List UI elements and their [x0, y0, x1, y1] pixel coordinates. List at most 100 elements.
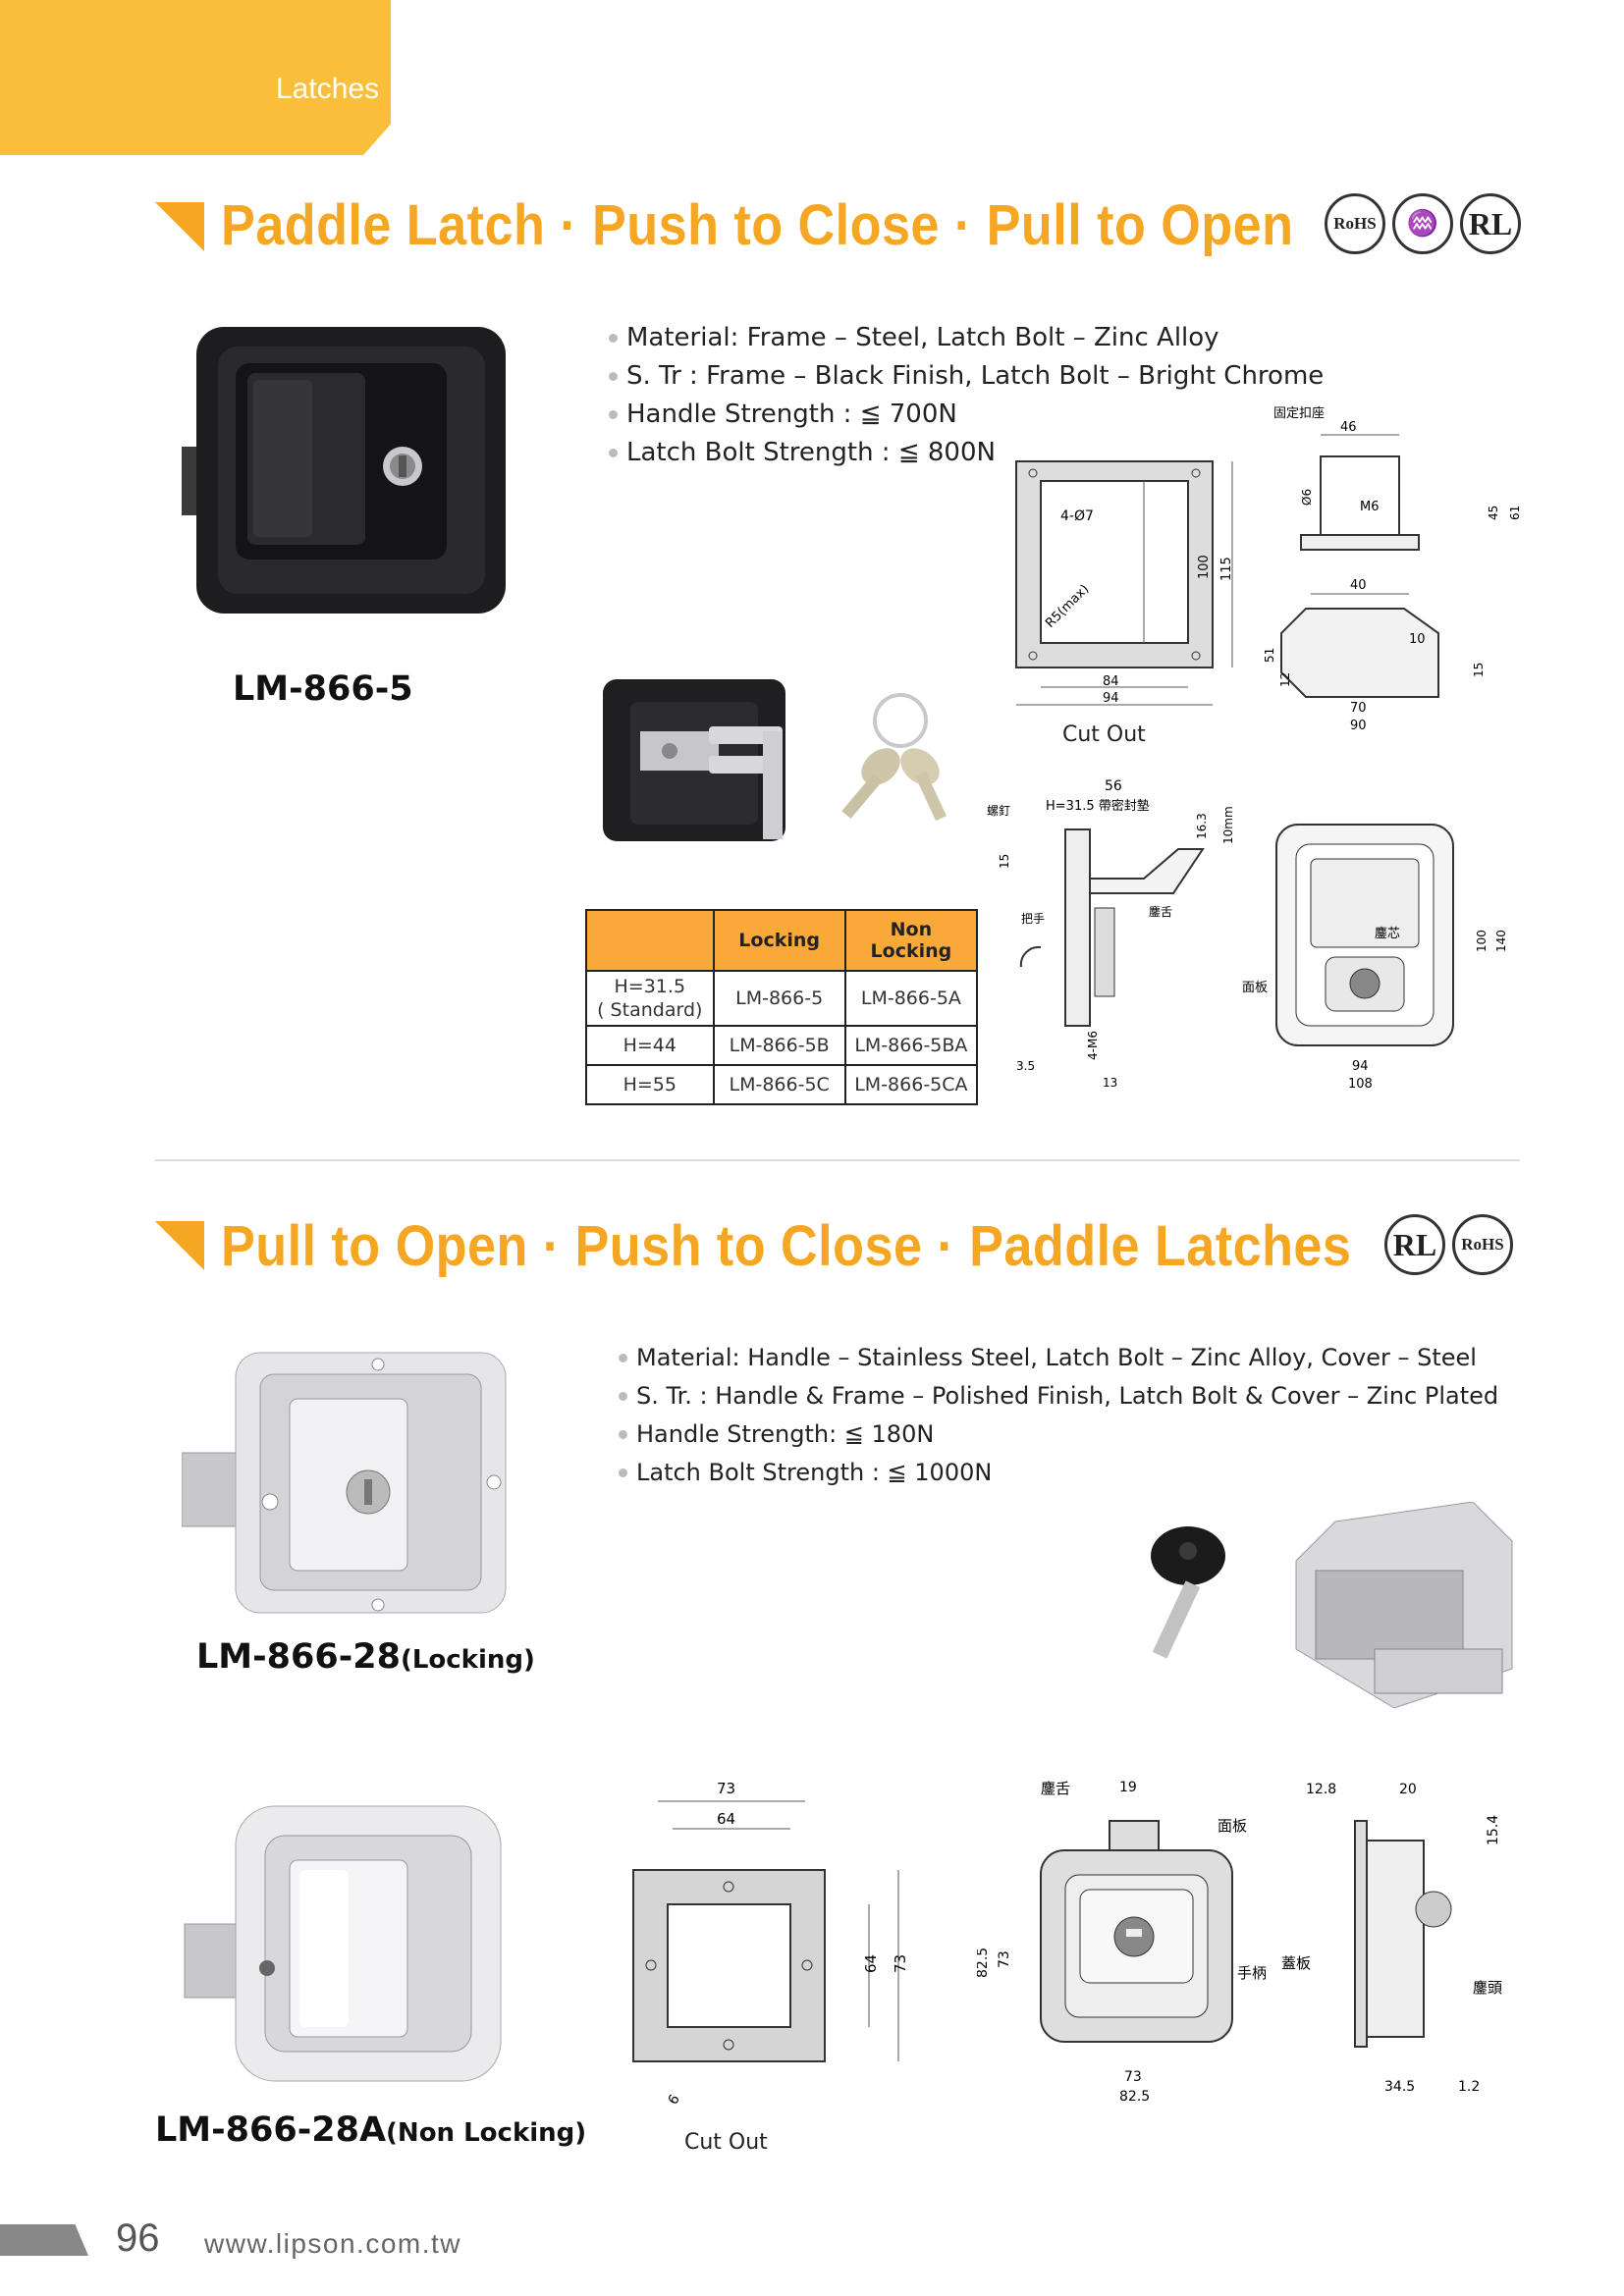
table-cell-nonlocking: LM-866-5CA — [843, 1064, 979, 1105]
side-view-drawing-2: 12.8 20 15.4 蓋板 鏖頭 34.5 1.2 — [1281, 1782, 1502, 2095]
dim-text: 100 — [1475, 930, 1489, 952]
dim-text: 115 — [1219, 557, 1234, 581]
side-view-drawing-1: 56 H=31.5 帶密封墊 16.3 10mm 螺釘 15 鏖舌 把手 4-M… — [987, 778, 1235, 1090]
dim-text: 3.5 — [1016, 1059, 1035, 1073]
model-lm-866-28a: LM-866-28A(Non Locking) — [155, 2110, 586, 2150]
dim-text: 82.5 — [977, 1948, 991, 1978]
dim-text: 16.3 — [1195, 813, 1209, 839]
dim-text: 46 — [1340, 420, 1357, 435]
page-number: 96 — [116, 2216, 160, 2260]
model-number: LM-866-28 — [196, 1637, 401, 1677]
model-table: Locking Non Locking H=31.5 ( Standard) L… — [585, 909, 979, 1105]
dim-text: 面板 — [1218, 1817, 1247, 1835]
key-and-latch-photo — [1151, 1502, 1513, 1709]
keys-photo — [841, 693, 947, 822]
dim-text: 鏖舌 — [1149, 904, 1172, 919]
dim-text: 12.8 — [1306, 1782, 1336, 1797]
dim-text: H=31.5 帶密封墊 — [1046, 798, 1150, 814]
dim-text: 70 — [1350, 701, 1367, 716]
dim-text: M6 — [1360, 500, 1380, 514]
dim-text: 73 — [892, 1954, 909, 1973]
dim-text: 15 — [998, 854, 1011, 869]
dim-text: 15 — [1472, 663, 1486, 677]
table-row: H=44 LM-866-5B LM-866-5BA — [585, 1025, 979, 1066]
dim-text: 108 — [1348, 1077, 1373, 1092]
product-photo-lm-866-28a — [184, 1805, 502, 2082]
table-cell-locking: LM-866-5B — [712, 1025, 846, 1066]
dim-text: 73 — [1124, 2069, 1142, 2085]
dim-text: 73 — [997, 1950, 1012, 1968]
table-cell-nonlocking: LM-866-5BA — [843, 1025, 979, 1066]
section-divider — [155, 1159, 1520, 1161]
dim-text: 61 — [1508, 506, 1522, 520]
cutout-drawing-1: 4-Ø7 R5(max) 100 115 84 94 — [1015, 460, 1234, 706]
spec-latch-bolt-strength: Latch Bolt Strength : ≦ 800N — [609, 434, 1324, 472]
dim-text: 15.4 — [1486, 1815, 1501, 1845]
table-header-locking: Locking — [712, 909, 846, 972]
bracket-drawing: 固定扣座 46 Ø6 M6 45 61 40 10 51 12 70 90 15 — [1263, 406, 1522, 731]
cutout-label-1: Cut Out — [1062, 722, 1146, 747]
front-view-drawing-1: 鏖芯 面板 100 140 94 108 — [1242, 824, 1508, 1092]
cutout-drawing-2: 73 64 64 73 6 — [632, 1780, 909, 2108]
dim-text: 12 — [1278, 672, 1292, 687]
category-tab: Latches — [0, 0, 391, 155]
rl-cert-icon: RL — [1460, 193, 1521, 254]
dim-text: 10mm — [1221, 806, 1235, 844]
dim-text: 56 — [1105, 778, 1122, 794]
title-marker-icon — [155, 1221, 204, 1270]
dim-text: 把手 — [1021, 912, 1045, 926]
dim-text: 100 — [1197, 555, 1212, 579]
model-variant: (Non Locking) — [386, 2118, 587, 2148]
dim-text: 鏖芯 — [1375, 926, 1400, 941]
dim-text: 面板 — [1242, 981, 1268, 995]
rohs-cert-icon: RoHS — [1452, 1214, 1513, 1275]
footer-bar — [0, 2224, 88, 2256]
table-header-empty — [585, 909, 715, 972]
dim-text: 4-Ø7 — [1060, 508, 1094, 524]
rohs-cert-icon: RoHS — [1325, 193, 1385, 254]
dim-text: 64 — [862, 1954, 880, 1973]
title-marker-icon — [155, 202, 204, 251]
spec-material: Material: Handle – Stainless Steel, Latc… — [619, 1339, 1498, 1377]
water-cert-icon: ♒ — [1392, 193, 1453, 254]
dim-text: 20 — [1399, 1782, 1417, 1797]
dim-text: 94 — [1352, 1059, 1369, 1074]
table-cell-height: H=44 — [585, 1025, 715, 1066]
dim-text: 73 — [717, 1780, 735, 1797]
rl-cert-icon: RL — [1384, 1214, 1445, 1275]
model-variant: (Locking) — [400, 1645, 535, 1675]
table-cell-height: H=55 — [585, 1064, 715, 1105]
dim-text: 40 — [1350, 578, 1367, 593]
spec-latch-bolt-strength: Latch Bolt Strength : ≦ 1000N — [619, 1454, 1498, 1492]
section1-spec-list: Material: Frame – Steel, Latch Bolt – Zi… — [609, 319, 1324, 472]
dim-text: 鏖舌 — [1041, 1780, 1070, 1797]
dim-text: 10 — [1409, 632, 1426, 647]
dim-text: 90 — [1350, 719, 1367, 731]
cutout-label-2: Cut Out — [684, 2130, 768, 2155]
website-url: www.lipson.com.tw — [204, 2228, 462, 2259]
spec-surface-treatment: S. Tr. : Handle & Frame – Polished Finis… — [619, 1377, 1498, 1415]
model-number: LM-866-28A — [155, 2110, 387, 2150]
dim-text: 51 — [1263, 648, 1276, 663]
section2-spec-list: Material: Handle – Stainless Steel, Latc… — [619, 1339, 1498, 1492]
product-back-photo — [603, 679, 785, 841]
table-cell-nonlocking: LM-866-5A — [843, 970, 979, 1027]
dim-text: 45 — [1487, 506, 1500, 520]
section2-title: Pull to Open · Push to Close · Paddle La… — [221, 1214, 1352, 1278]
dim-text: 140 — [1494, 930, 1508, 952]
dim-text: 螺釘 — [987, 803, 1010, 818]
dim-text: 1.2 — [1458, 2079, 1480, 2095]
dim-text: 4-M6 — [1086, 1031, 1100, 1060]
table-cell-locking: LM-866-5 — [712, 970, 846, 1027]
dim-text: 82.5 — [1119, 2089, 1150, 2105]
table-header-nonlocking: Non Locking — [843, 909, 979, 972]
dim-text: 13 — [1103, 1076, 1117, 1090]
dim-text: 手柄 — [1237, 1964, 1267, 1982]
product-photo-lm-866-28 — [182, 1352, 507, 1614]
dim-text: 19 — [1119, 1780, 1137, 1795]
dim-text: 固定扣座 — [1273, 406, 1325, 421]
dim-text: 64 — [717, 1810, 735, 1828]
dim-text: 34.5 — [1384, 2079, 1415, 2095]
dim-text: 蓋板 — [1281, 1954, 1311, 1972]
spec-handle-strength: Handle Strength : ≦ 700N — [609, 396, 1324, 434]
